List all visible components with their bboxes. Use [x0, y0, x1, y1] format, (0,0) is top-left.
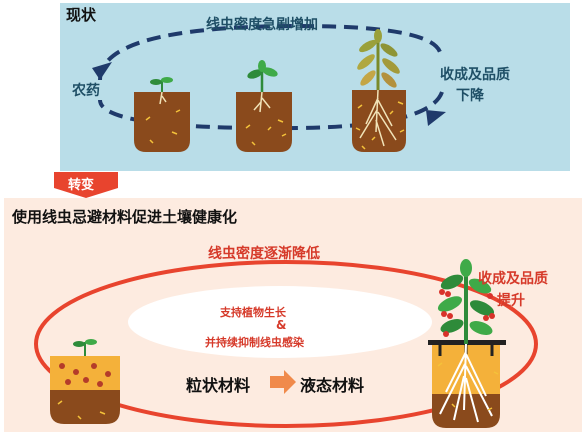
pot-wilting-plant — [352, 29, 406, 152]
cycle-arrowhead-right — [426, 110, 446, 126]
yield-down-label-line1: 收成及品质 — [440, 67, 510, 83]
pot-seedling-small — [134, 77, 190, 152]
transition-arrow — [54, 172, 118, 198]
suppress-infection-label: 并持续抑制线虫感染 — [205, 336, 304, 349]
liquid-material-label: 液态材料 — [300, 376, 365, 395]
cycle-arrowhead-left — [92, 62, 112, 80]
center-white-ellipse — [128, 286, 432, 358]
pot-granular — [50, 339, 120, 424]
transition-label: 转变 — [68, 178, 95, 193]
nematode-density-down-label: 线虫密度逐渐降低 — [208, 246, 320, 262]
nematode-density-up-label: 线虫密度急剧增加 — [206, 17, 318, 33]
pot-healthy-plant — [428, 259, 506, 428]
improved-situation-title: 使用线虫忌避材料促进土壤健康化 — [12, 208, 238, 226]
pot-seedling-medium — [236, 60, 292, 152]
top-dashed-cycle — [92, 23, 446, 131]
yield-up-label-line1: 收成及品质 — [478, 271, 548, 287]
red-cycle-ring — [34, 260, 538, 428]
support-growth-label: 支持植物生长 — [220, 306, 286, 319]
yield-down-label-line2: 下降 — [456, 88, 484, 104]
pesticide-label: 农药 — [72, 83, 100, 99]
support-ampersand: & — [276, 318, 287, 332]
current-situation-title: 现状 — [66, 6, 97, 24]
granular-material-label: 粒状材料 — [186, 376, 251, 395]
material-arrow — [270, 370, 296, 394]
yield-up-label-line2: 提升 — [497, 293, 525, 309]
